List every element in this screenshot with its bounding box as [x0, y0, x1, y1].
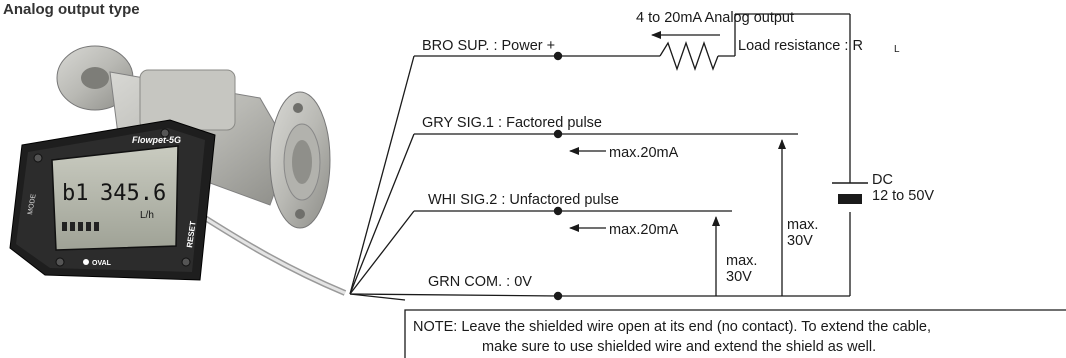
resistor-symbol [659, 41, 719, 71]
load-resistance-label: Load resistance : R [738, 38, 863, 54]
dc-label: DC [872, 172, 893, 188]
terminal-sup [553, 51, 563, 61]
sig1-current-label: max.20mA [609, 145, 679, 161]
reset-label: RESET [185, 221, 198, 249]
flowmeter-photo: b1 345.6 L/h Flowpet-5G OVAL MODE RESET [9, 45, 347, 296]
power-circuit [562, 13, 851, 297]
sig2-voltage-label-2: 30V [726, 269, 752, 285]
wire-fan [349, 55, 559, 301]
display-bargraph [62, 222, 99, 231]
terminal-sig1 [553, 129, 563, 139]
terminal-label-sup: BRO SUP. : Power + [422, 38, 555, 54]
analog-output-label: 4 to 20mA Analog output [636, 10, 794, 26]
diagram-heading: Analog output type [3, 1, 140, 18]
load-resistance-subscript: L [894, 44, 900, 55]
note-line-2: make sure to use shielded wire and exten… [482, 339, 876, 355]
terminal-label-sig2: WHI SIG.2 : Unfactored pulse [428, 192, 619, 208]
sig1-voltage-label-1: max. [787, 217, 818, 233]
terminal-label-sig1: GRY SIG.1 : Factored pulse [422, 115, 602, 131]
sig2-current-label: max.20mA [609, 222, 679, 238]
display-unit: L/h [140, 210, 154, 221]
sig2-voltage-label-1: max. [726, 253, 757, 269]
display-reading: 345.6 [100, 181, 166, 206]
brand-label: Flowpet-5G [132, 135, 181, 145]
terminal-sig2 [553, 206, 563, 216]
sig1-voltage-label-2: 30V [787, 233, 813, 249]
cable [203, 215, 347, 296]
dc-source-symbol [832, 182, 868, 204]
maker-logo: OVAL [92, 260, 112, 267]
note-bracket [404, 309, 1066, 358]
terminal-label-com: GRN COM. : 0V [428, 274, 532, 290]
note-line-1: NOTE: Leave the shielded wire open at it… [413, 319, 931, 335]
display-channel: b1 [62, 181, 89, 206]
terminal-com [553, 291, 563, 301]
mode-label: MODE [27, 193, 38, 215]
lcd-display [51, 145, 179, 251]
dc-voltage-label: 12 to 50V [872, 188, 934, 204]
